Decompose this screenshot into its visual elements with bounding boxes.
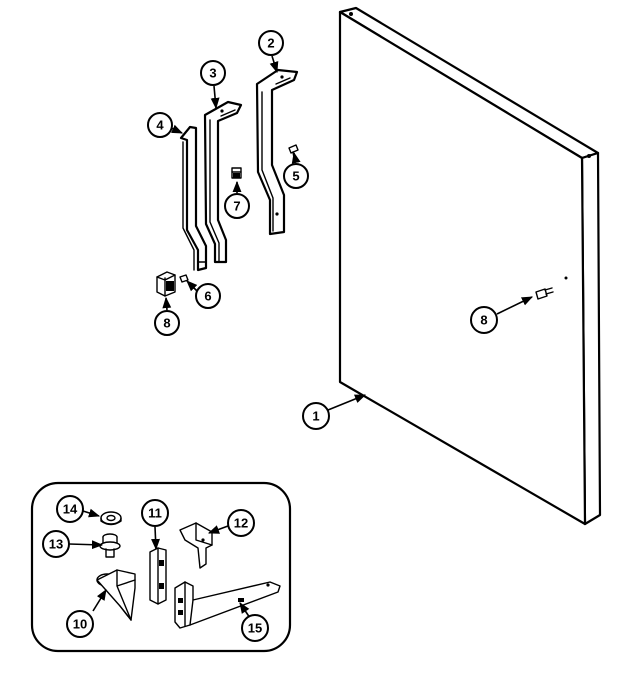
callout-1: 1 [302, 402, 330, 430]
bracket-part-8-left [156, 271, 176, 297]
callout-3-label: 3 [209, 66, 216, 81]
callout-12: 12 [227, 509, 255, 537]
callout-5-label: 5 [292, 169, 299, 184]
callout-8-left: 8 [154, 310, 180, 336]
callout-14-label: 14 [63, 502, 78, 517]
callout-3: 3 [200, 60, 226, 86]
screw-part-5 [288, 144, 299, 159]
bracket-part-12 [179, 522, 213, 569]
hinge-bracket-part-2 [255, 68, 299, 236]
callout-1-label: 1 [312, 409, 319, 424]
callout-8-right-label: 8 [480, 313, 487, 328]
door-panel [338, 6, 602, 526]
hinge-strap-part-15 [174, 581, 281, 629]
callout-8-right: 8 [470, 306, 498, 334]
screw-part-6 [179, 274, 189, 283]
callout-7-label: 7 [233, 199, 240, 214]
washer-part-14 [100, 511, 122, 526]
callout-10-label: 10 [73, 617, 87, 632]
clip-part-7 [231, 167, 242, 179]
hinge-kit-inset: 14 13 11 12 10 15 [30, 481, 292, 653]
hinge-bracket-part-3 [203, 100, 243, 264]
callout-4-label: 4 [156, 118, 164, 133]
callout-6: 6 [195, 283, 221, 309]
callout-13: 13 [42, 530, 70, 558]
callout-5: 5 [283, 163, 309, 189]
lower-hinge-part-10 [96, 569, 136, 621]
leaders [162, 55, 534, 411]
pin-part-13 [99, 533, 121, 558]
door-screw-part-9 [535, 287, 554, 300]
callout-2-label: 2 [267, 36, 274, 51]
callout-12-label: 12 [234, 516, 248, 531]
callout-7: 7 [224, 193, 250, 219]
callout-11: 11 [141, 499, 169, 527]
trim-strip-part-4 [179, 125, 208, 272]
callout-13-label: 13 [49, 537, 63, 552]
callout-11-label: 11 [148, 506, 162, 521]
callout-6-label: 6 [204, 289, 211, 304]
callout-8-left-label: 8 [163, 316, 170, 331]
callout-4: 4 [147, 112, 173, 138]
callout-15: 15 [241, 614, 269, 642]
callout-2: 2 [258, 30, 284, 56]
plate-part-11 [149, 547, 167, 605]
callout-10: 10 [66, 610, 94, 638]
callout-15-label: 15 [248, 621, 262, 636]
callout-14: 14 [56, 495, 84, 523]
